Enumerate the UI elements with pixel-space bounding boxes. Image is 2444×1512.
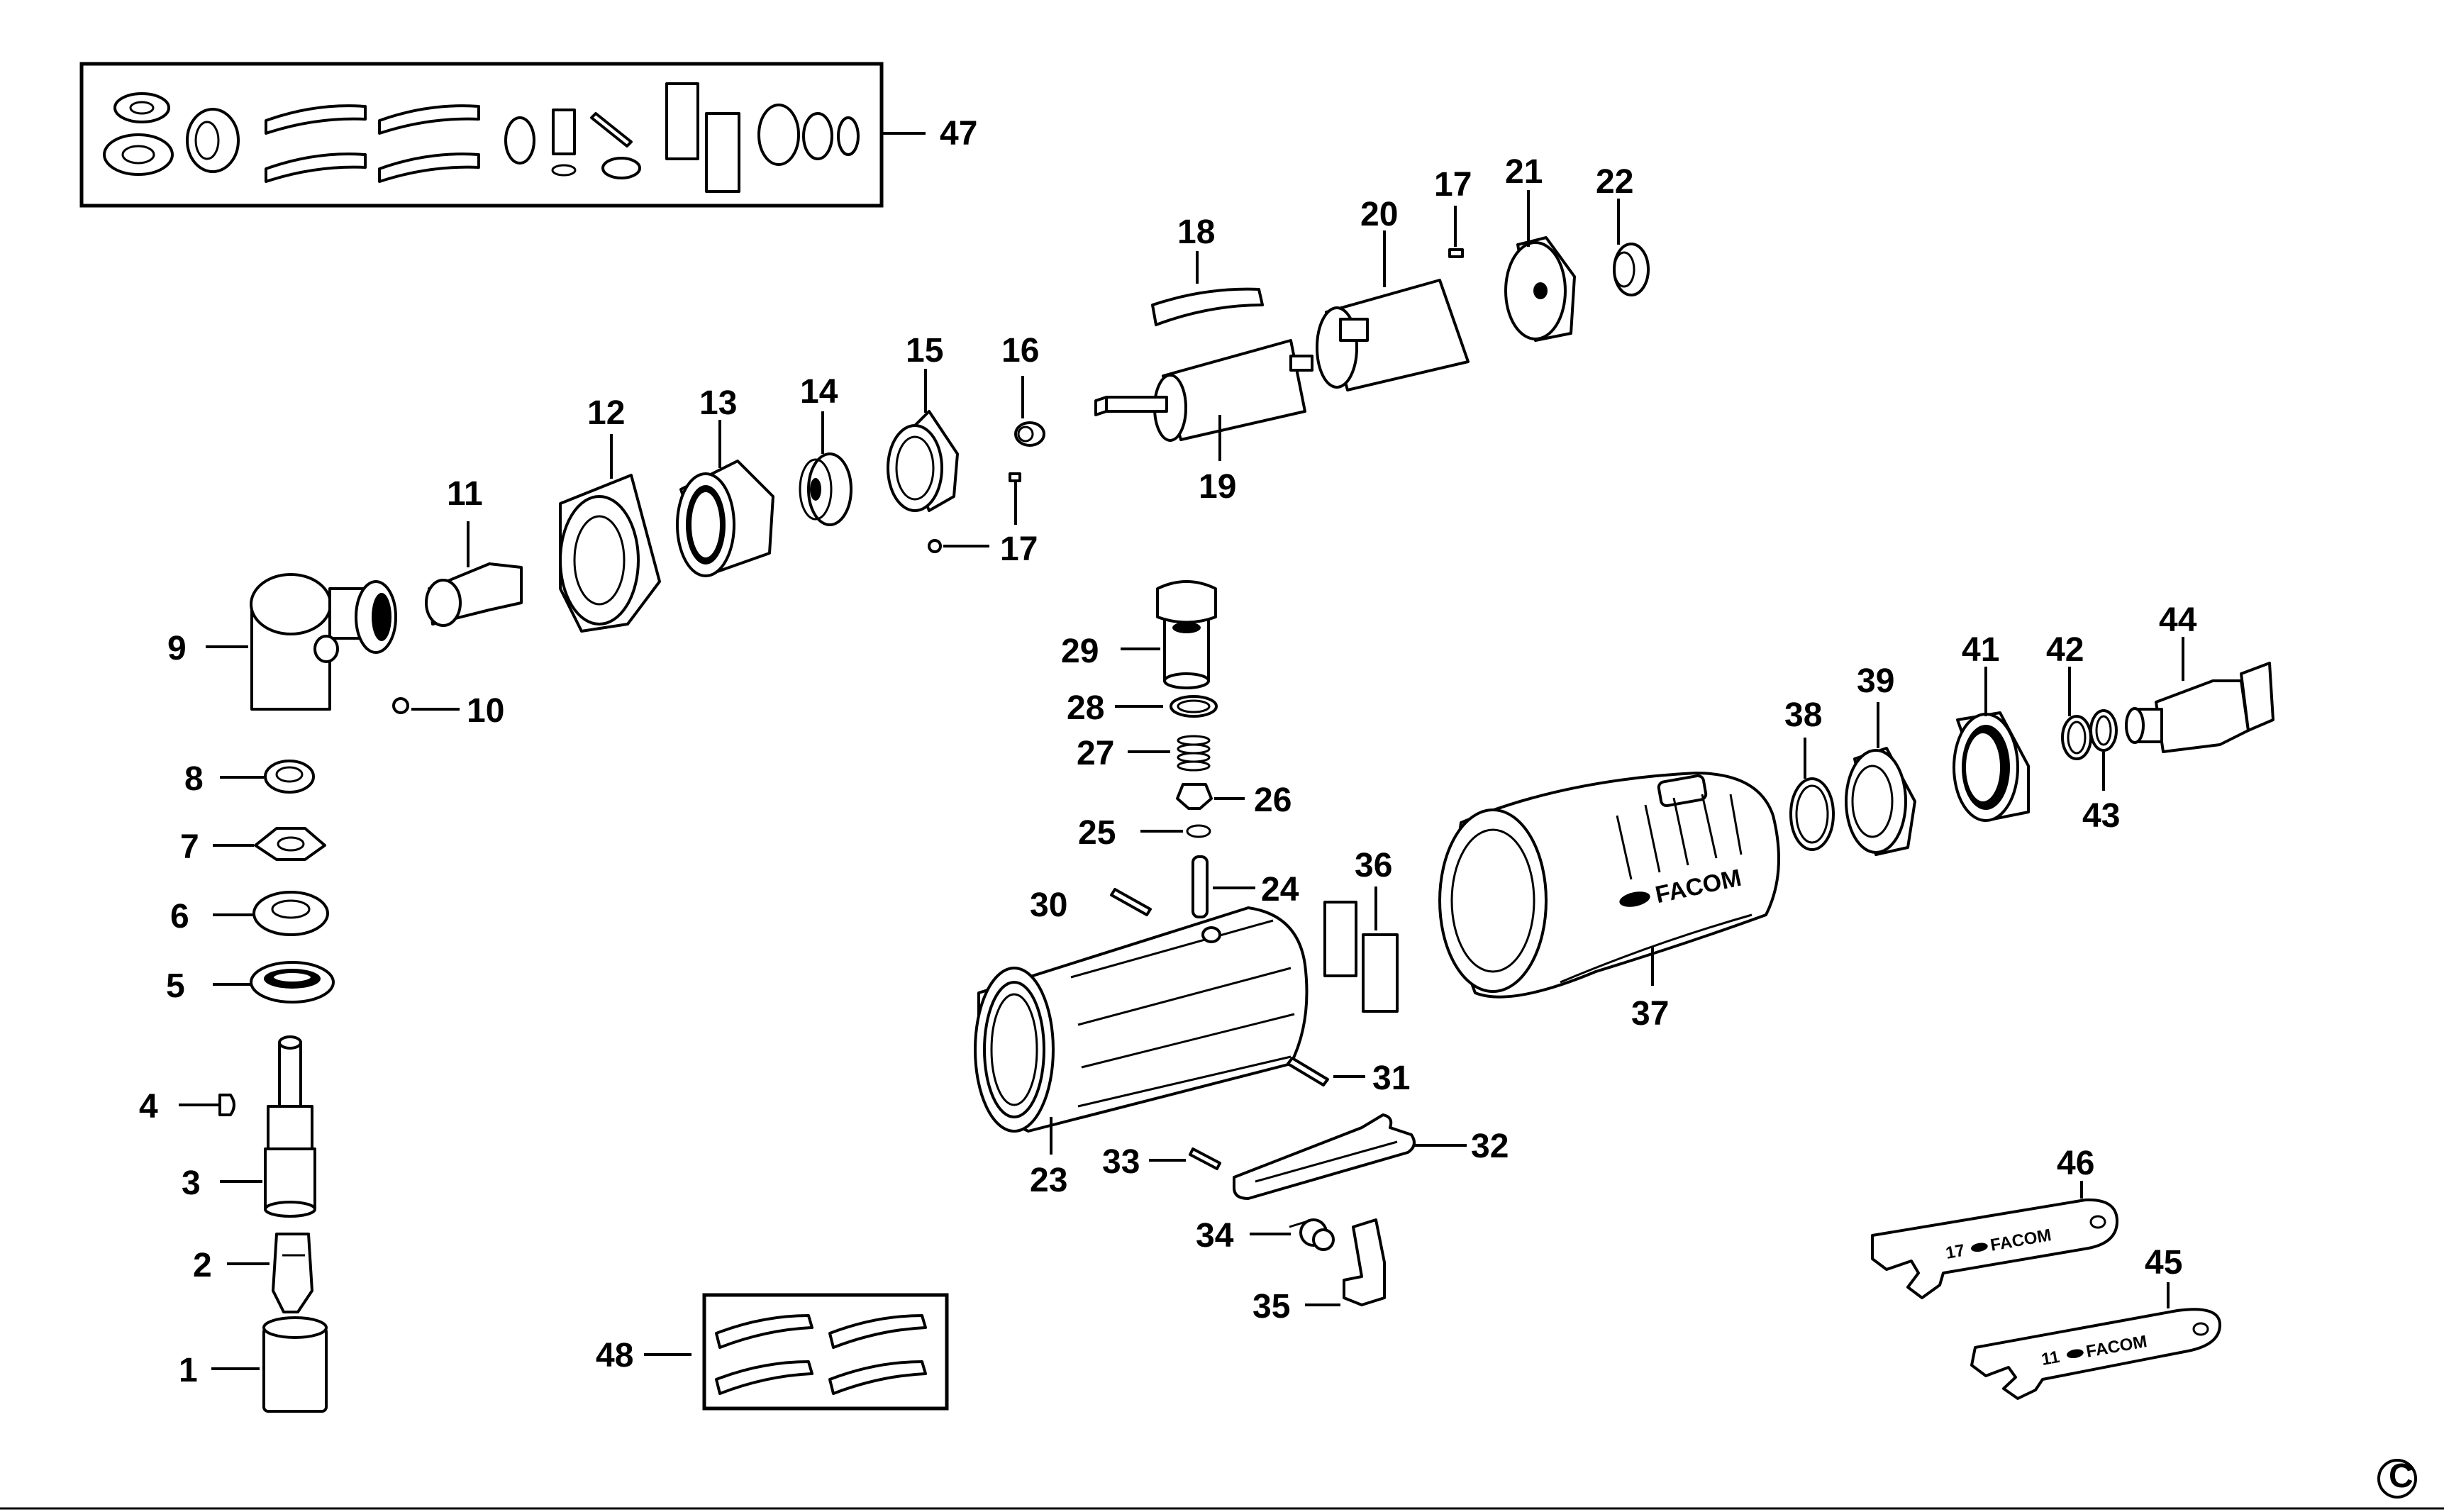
label-8: 8	[184, 760, 204, 798]
label-30: 30	[1030, 886, 1067, 924]
label-48: 48	[596, 1337, 633, 1374]
label-35: 35	[1252, 1288, 1290, 1325]
label-3: 3	[182, 1164, 201, 1202]
label-38: 38	[1784, 696, 1822, 734]
label-27: 27	[1077, 735, 1114, 772]
label-47: 47	[940, 115, 977, 152]
label-10: 10	[467, 692, 504, 730]
label-7: 7	[180, 828, 199, 866]
svg-text:C: C	[2389, 1457, 2414, 1495]
label-29: 29	[1061, 633, 1099, 670]
label-28: 28	[1067, 689, 1104, 727]
label-15: 15	[906, 332, 943, 369]
label-44: 44	[2159, 601, 2197, 639]
label-42: 42	[2046, 631, 2084, 669]
label-19: 19	[1199, 468, 1236, 506]
label-12: 12	[587, 394, 625, 432]
label-22: 22	[1596, 163, 1633, 201]
label-2: 2	[193, 1247, 212, 1284]
label-14: 14	[800, 373, 838, 411]
blocks-36: 36	[1323, 847, 1399, 1013]
label-11: 11	[447, 475, 483, 513]
label-4: 4	[139, 1088, 158, 1125]
label-17-upper: 17	[1434, 166, 1472, 204]
label-13: 13	[699, 384, 737, 422]
label-36: 36	[1355, 847, 1392, 884]
label-31: 31	[1372, 1060, 1410, 1097]
label-45: 45	[2145, 1244, 2182, 1282]
label-6: 6	[170, 898, 189, 935]
label-26: 26	[1254, 782, 1292, 819]
rear-assembly: 38 39 41 42 43 44	[1784, 601, 2274, 856]
label-33: 33	[1102, 1143, 1140, 1181]
kit-box-47: 47	[79, 62, 977, 208]
wrench-45: 11 FACOM 45	[1970, 1244, 2221, 1400]
label-21: 21	[1505, 153, 1543, 191]
label-23: 23	[1030, 1162, 1067, 1199]
label-9: 9	[167, 630, 187, 667]
wrench-46-size: 17	[1944, 1241, 1966, 1263]
label-25: 25	[1078, 814, 1116, 852]
wrench-46: 17 FACOM 46	[1871, 1145, 2118, 1299]
label-39: 39	[1857, 662, 1894, 700]
label-32: 32	[1471, 1128, 1509, 1165]
label-20: 20	[1360, 196, 1398, 233]
label-37: 37	[1631, 995, 1669, 1033]
label-16: 16	[1001, 332, 1039, 369]
label-24: 24	[1261, 871, 1299, 908]
copyright-mark: © C	[2377, 1457, 2417, 1499]
kit-box-48: 48	[596, 1293, 949, 1411]
label-41: 41	[1962, 631, 1999, 669]
label-43: 43	[2082, 797, 2120, 835]
label-34: 34	[1196, 1217, 1234, 1255]
label-5: 5	[166, 967, 185, 1005]
motor-housing-23: 23 31 32 33 34 35	[974, 906, 1509, 1325]
valve-assembly: 29 28 27 26 25 24 30	[1030, 580, 1299, 924]
head-assembly: 9 10 8 7 6 5 3	[139, 573, 504, 1413]
grip-sleeve-37: FACOM 37	[1438, 772, 1780, 1033]
wrench-45-size: 11	[2040, 1347, 2061, 1369]
label-17-lower: 17	[1000, 530, 1038, 568]
label-1: 1	[179, 1352, 198, 1389]
label-46: 46	[2057, 1145, 2094, 1182]
motor-assembly: 11 12 13 14 15 16 17	[425, 153, 1650, 633]
label-18: 18	[1177, 213, 1215, 251]
